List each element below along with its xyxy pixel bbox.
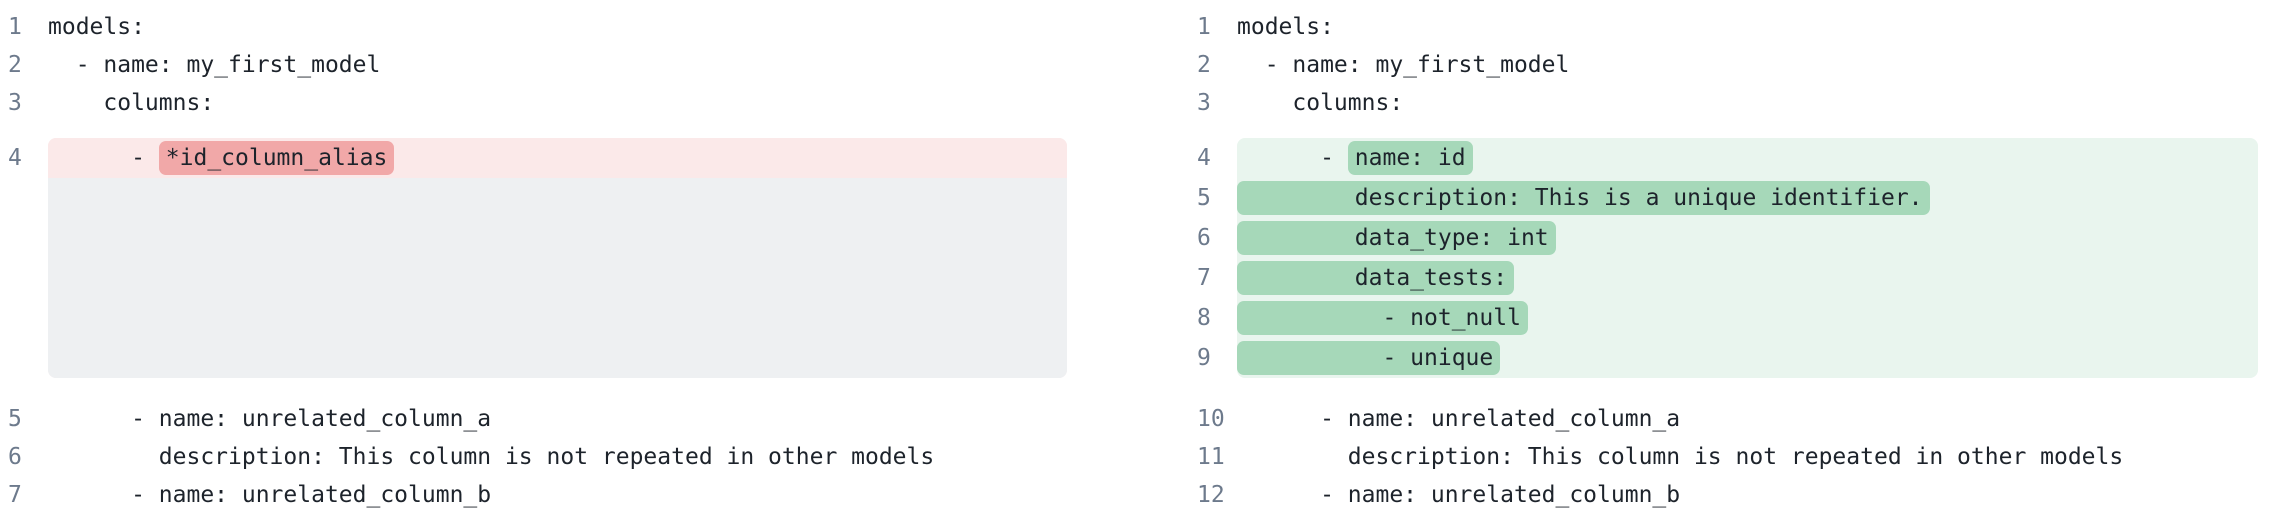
line-number: 2	[8, 52, 22, 78]
line-number: 9	[1197, 345, 1211, 371]
line-number: 1	[1197, 14, 1211, 40]
alignment-placeholder	[48, 178, 1067, 378]
hunk-gutter: 4	[0, 138, 48, 378]
added-hunk: 4 5 6 7 8 9 - name: id description: This…	[1189, 138, 2278, 378]
code-text: models:	[1237, 14, 1334, 40]
code-line: 11 description: This column is not repea…	[1189, 438, 2278, 476]
code-text: - name: unrelated_column_b	[1237, 482, 1681, 508]
code-text: columns:	[48, 90, 215, 116]
code-text: -	[48, 145, 159, 171]
line-number: 1	[8, 14, 22, 40]
code-text: - name: unrelated_column_a	[48, 406, 492, 432]
code-line: 2 - name: my_first_model	[1189, 46, 2278, 84]
code-line: 1 models:	[0, 8, 1139, 46]
line-number: 2	[1197, 52, 1211, 78]
line-number: 10	[1197, 406, 1225, 432]
code-text: description: This column is not repeated…	[48, 444, 935, 470]
removed-block: - *id_column_alias	[48, 138, 1067, 378]
code-line: 3 columns:	[1189, 84, 2278, 122]
code-text: - name: unrelated_column_b	[48, 482, 492, 508]
diff-panel-before: 1 models: 2 - name: my_first_model 3 col…	[0, 8, 1139, 514]
line-number: 5	[8, 406, 22, 432]
line-number: 12	[1197, 482, 1225, 508]
added-line: - name: id	[1237, 138, 2258, 178]
added-token: data_tests:	[1237, 261, 1515, 295]
code-line: 6 description: This column is not repeat…	[0, 438, 1139, 476]
added-token: data_type: int	[1237, 221, 1556, 255]
code-line: 1 models:	[1189, 8, 2278, 46]
line-number: 5	[1197, 185, 1211, 211]
code-text: models:	[48, 14, 145, 40]
line-number: 8	[1197, 305, 1211, 331]
code-text: description: This column is not repeated…	[1237, 444, 2124, 470]
added-token: - not_null	[1237, 301, 1528, 335]
code-line: 5 - name: unrelated_column_a	[0, 400, 1139, 438]
diff-panel-after: 1 models: 2 - name: my_first_model 3 col…	[1139, 8, 2278, 514]
added-line: data_tests:	[1237, 258, 2258, 298]
line-number: 4	[1197, 145, 1211, 171]
added-token: description: This is a unique identifier…	[1237, 181, 1930, 215]
code-line: 12 - name: unrelated_column_b	[1189, 476, 2278, 514]
line-number: 6	[8, 444, 22, 470]
added-line: - not_null	[1237, 298, 2258, 338]
removed-token: *id_column_alias	[158, 141, 395, 175]
code-line: 10 - name: unrelated_column_a	[1189, 400, 2278, 438]
code-line: 7 - name: unrelated_column_b	[0, 476, 1139, 514]
line-number: 6	[1197, 225, 1211, 251]
added-line: data_type: int	[1237, 218, 2258, 258]
hunk-gutter: 4 5 6 7 8 9	[1189, 138, 1237, 378]
added-block: - name: id description: This is a unique…	[1237, 138, 2258, 378]
added-line: description: This is a unique identifier…	[1237, 178, 2258, 218]
code-text: -	[1237, 145, 1348, 171]
code-text: columns:	[1237, 90, 1404, 116]
line-number: 3	[8, 90, 22, 116]
removed-line: - *id_column_alias	[48, 138, 1067, 178]
added-line: - unique	[1237, 338, 2258, 378]
line-number: 3	[1197, 90, 1211, 116]
line-number: 11	[1197, 444, 1225, 470]
removed-hunk: 4 - *id_column_alias	[0, 138, 1139, 378]
added-token: name: id	[1347, 141, 1473, 175]
code-line: 3 columns:	[0, 84, 1139, 122]
line-number: 7	[1197, 265, 1211, 291]
code-text: - name: unrelated_column_a	[1237, 406, 1681, 432]
added-token: - unique	[1237, 341, 1501, 375]
yaml-diff-view: 1 models: 2 - name: my_first_model 3 col…	[0, 8, 2278, 514]
code-text: - name: my_first_model	[1237, 52, 1570, 78]
code-text: - name: my_first_model	[48, 52, 381, 78]
code-line: 2 - name: my_first_model	[0, 46, 1139, 84]
line-number: 7	[8, 482, 22, 508]
line-number: 4	[8, 145, 22, 171]
